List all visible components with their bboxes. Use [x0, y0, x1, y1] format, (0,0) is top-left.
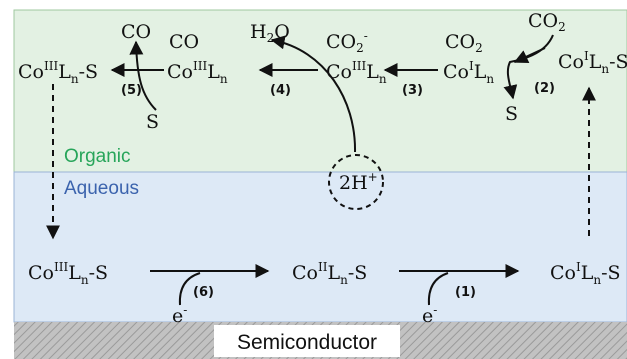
step-6-label: (6) [193, 285, 214, 300]
reagent-s-step2: S [505, 103, 518, 125]
organic-phase [13, 9, 627, 173]
aqueous-phase [13, 171, 627, 323]
protons-label: 2H+ [339, 170, 378, 194]
arrow-step6-curve [178, 272, 201, 306]
electron-step1: e- [422, 303, 437, 327]
species-co1-co2-ligand: CO2 [445, 31, 483, 55]
arrow-step1-curve [427, 272, 449, 306]
species-co3-co: CoIIILn [167, 59, 228, 86]
aqueous-label: Aqueous [64, 178, 139, 199]
step-3-label: (3) [402, 83, 423, 98]
organic-label: Organic [64, 146, 131, 167]
semiconductor-label-bg [214, 325, 400, 357]
step-5-label: (5) [121, 83, 142, 98]
arrow-step4-curve [270, 35, 357, 153]
reagent-s-step5: S [146, 111, 159, 133]
reagent-co-released: CO [121, 21, 151, 43]
reagent-co2: CO2 [528, 10, 566, 34]
species-co3-co-ligand: CO [169, 31, 199, 53]
step-1-label: (1) [455, 285, 476, 300]
species-co1-co2: CoILn [443, 59, 494, 86]
step-4-label: (4) [270, 83, 291, 98]
protons-circle [328, 154, 384, 210]
arrow-step5-curve [129, 40, 157, 111]
species-co1-s-bottom: CoILn-S [550, 260, 621, 287]
step-2-label: (2) [534, 81, 555, 96]
species-co1-s-top: CoILn-S [558, 49, 627, 76]
species-co3-co2m-ligand: CO2- [326, 29, 368, 55]
arrow-step2-head [513, 47, 546, 64]
semiconductor-label: Semiconductor [237, 331, 377, 354]
species-co3-s-top: CoIIILn-S [18, 59, 98, 86]
electron-step6: e- [172, 303, 187, 327]
species-co2-s-bottom: CoIILn-S [292, 260, 367, 287]
species-co3-s-bottom: CoIIILn-S [28, 260, 108, 287]
